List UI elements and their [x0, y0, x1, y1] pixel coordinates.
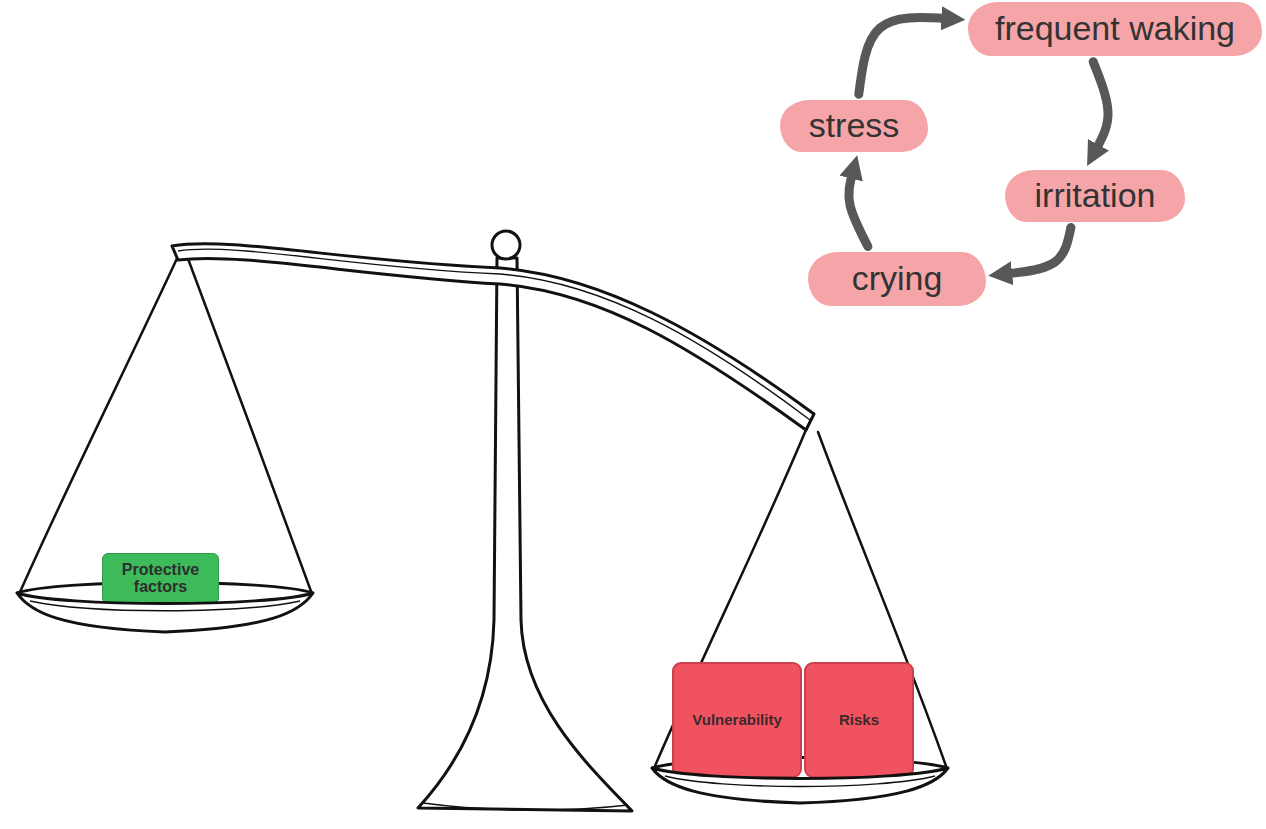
beam-line — [178, 249, 810, 420]
factor-block: Risks — [804, 662, 914, 778]
text-stack: Vulnerability — [692, 712, 781, 729]
cycle-arrow — [859, 18, 946, 95]
pan-string — [655, 425, 808, 766]
text-stack: Risks — [839, 712, 879, 729]
pan-line — [665, 776, 935, 787]
scale-pan — [652, 768, 948, 803]
node-label: stress — [809, 107, 900, 144]
node-label: irritation — [1035, 177, 1156, 214]
pan-string — [20, 252, 180, 592]
cycle-step: irritation — [1005, 170, 1185, 222]
node-label: frequent waking — [995, 10, 1235, 47]
factor-block: Protective factors — [102, 553, 219, 604]
text-stack: Protective factors — [107, 562, 214, 596]
scale-beam — [172, 244, 814, 430]
pan-rim — [652, 758, 948, 769]
scale-post — [418, 258, 632, 811]
cycle-step: stress — [780, 100, 928, 152]
scale-knob — [492, 231, 520, 259]
pan-rim — [17, 583, 313, 594]
cycle-arrow — [1007, 227, 1071, 273]
text-stack: frequent waking — [995, 10, 1235, 47]
node-label: Protective factors — [107, 562, 214, 596]
text-stack: crying — [852, 260, 943, 297]
scale-base — [423, 803, 628, 810]
factor-block: Vulnerability — [672, 662, 802, 778]
node-label: Vulnerability — [692, 712, 781, 729]
cycle-step: frequent waking — [968, 2, 1262, 56]
pan-line — [30, 601, 300, 611]
text-stack: stress — [809, 107, 900, 144]
node-label: Risks — [839, 712, 879, 729]
cycle-step: crying — [808, 252, 986, 306]
cycle-arrow — [849, 174, 868, 247]
node-label: crying — [852, 260, 943, 297]
pan-string — [818, 432, 946, 766]
cycle-arrow — [1093, 62, 1108, 149]
text-stack: irritation — [1035, 177, 1156, 214]
scale-pan — [17, 593, 313, 632]
pan-string — [187, 256, 312, 594]
